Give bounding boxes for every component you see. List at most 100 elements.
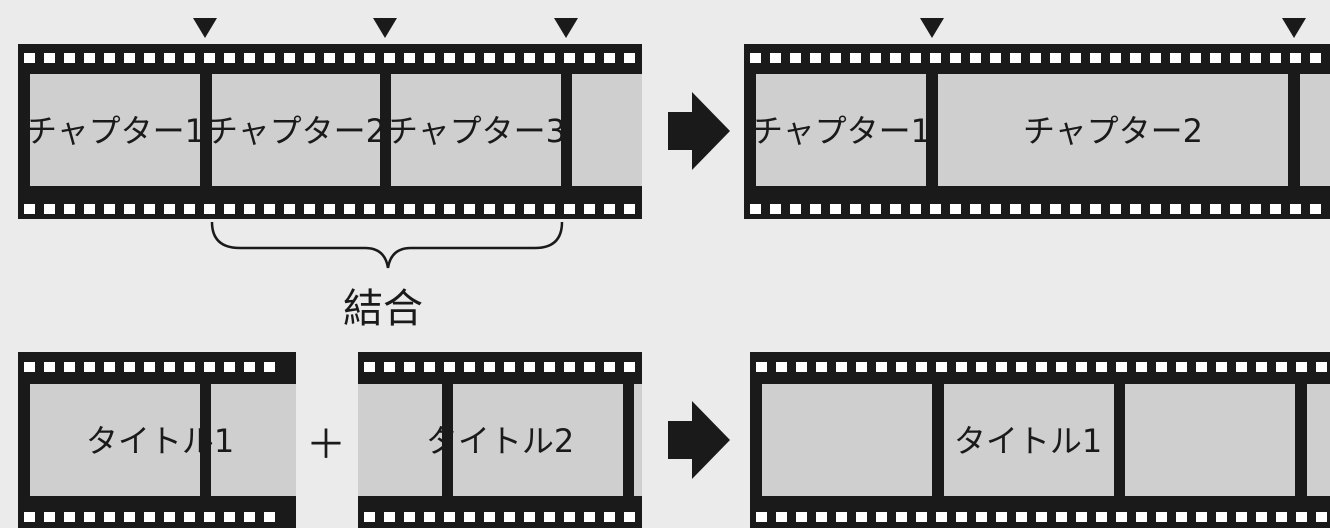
sprocket-hole [184, 512, 195, 522]
sprocket-hole [604, 512, 615, 522]
sprocket-hole [1296, 512, 1307, 522]
sprocket-hole [304, 204, 315, 214]
sprocket-hole [624, 512, 635, 522]
sprocket-hole [1250, 204, 1261, 214]
sprocket-hole [564, 204, 575, 214]
sprocket-hole [404, 512, 415, 522]
sprocket-hole [364, 512, 375, 522]
sprocket-hole [504, 362, 515, 372]
sprocket-hole [464, 362, 475, 372]
sprocket-hole [856, 362, 867, 372]
sprocket-hole [910, 204, 921, 214]
sprocket-hole [1150, 53, 1161, 63]
chapter-label-2: チャプター2 [1023, 112, 1203, 150]
sprocket-hole [384, 512, 395, 522]
chapter-marker-icon [373, 18, 397, 38]
chapter-marker-icon [554, 18, 578, 38]
sprocket-hole [1250, 53, 1261, 63]
sprocket-hole [544, 204, 555, 214]
sprocket-hole [484, 362, 495, 372]
sprocket-hole [1190, 53, 1201, 63]
sprocket-hole [604, 362, 615, 372]
plus-sign: ＋ [306, 422, 346, 468]
sprocket-hole [876, 362, 887, 372]
sprocket-hole [564, 53, 575, 63]
sprocket-hole [1230, 53, 1241, 63]
sprocket-hole [584, 362, 595, 372]
sprocket-hole [1010, 53, 1021, 63]
sprocket-hole [776, 362, 787, 372]
sprocket-hole [1290, 53, 1301, 63]
sprocket-hole [44, 53, 55, 63]
sprocket-hole [164, 53, 175, 63]
sprocket-hole [624, 362, 635, 372]
sprocket-hole [204, 204, 215, 214]
sprocket-hole [876, 512, 887, 522]
sprocket-hole [836, 362, 847, 372]
sprocket-hole [224, 362, 235, 372]
sprocket-hole [284, 204, 295, 214]
sprocket-hole [870, 204, 881, 214]
sprocket-hole [104, 53, 115, 63]
sprocket-hole [956, 512, 967, 522]
sprocket-hole [64, 512, 75, 522]
sprocket-hole [870, 53, 881, 63]
sprocket-hole [44, 362, 55, 372]
sprocket-hole [144, 53, 155, 63]
arrow-right-icon [668, 401, 730, 479]
sprocket-hole [184, 362, 195, 372]
sprocket-hole [264, 362, 275, 372]
sprocket-hole [464, 53, 475, 63]
sprocket-hole [1010, 204, 1021, 214]
sprocket-hole [756, 512, 767, 522]
sprocket-hole [424, 512, 435, 522]
sprocket-hole [364, 204, 375, 214]
sprocket-hole [304, 53, 315, 63]
sprocket-hole [996, 512, 1007, 522]
sprocket-hole [930, 204, 941, 214]
sprocket-hole [84, 204, 95, 214]
sprocket-hole [1156, 362, 1167, 372]
sprocket-hole [770, 53, 781, 63]
sprocket-hole [1256, 512, 1267, 522]
sprocket-hole [404, 362, 415, 372]
sprocket-hole [224, 204, 235, 214]
title-label-1: タイトル1 [86, 422, 234, 460]
sprocket-hole [584, 512, 595, 522]
sprocket-hole [790, 204, 801, 214]
sprocket-hole [284, 53, 295, 63]
chapter-label-3: チャプター3 [386, 112, 566, 150]
sprocket-hole [584, 204, 595, 214]
sprocket-hole [1076, 512, 1087, 522]
sprocket-hole [244, 204, 255, 214]
sprocket-hole [1070, 204, 1081, 214]
sprocket-hole [976, 512, 987, 522]
brace-icon [210, 221, 564, 269]
sprocket-hole [1116, 362, 1127, 372]
sprocket-hole [1156, 512, 1167, 522]
sprocket-hole [264, 53, 275, 63]
sprocket-hole [584, 53, 595, 63]
sprocket-hole [1196, 512, 1207, 522]
sprocket-hole [1036, 512, 1047, 522]
sprocket-hole [504, 512, 515, 522]
sprocket-hole [1270, 204, 1281, 214]
sprocket-hole [910, 53, 921, 63]
sprocket-hole [404, 204, 415, 214]
sprocket-hole [790, 53, 801, 63]
film-strip-chapters-after: チャプター1 チャプター2 [744, 44, 1330, 219]
sprocket-hole [124, 53, 135, 63]
sprocket-hole [104, 362, 115, 372]
sprocket-hole [970, 204, 981, 214]
chapter-label-1: チャプター1 [751, 112, 931, 150]
film-strip-title-1: タイトル1 [18, 352, 296, 528]
sprocket-hole [1290, 204, 1301, 214]
sprocket-hole [164, 512, 175, 522]
sprocket-hole [890, 204, 901, 214]
sprocket-hole [424, 53, 435, 63]
sprocket-hole [324, 53, 335, 63]
sprocket-hole [896, 512, 907, 522]
sprocket-hole [1136, 512, 1147, 522]
sprocket-hole [124, 512, 135, 522]
sprocket-hole [1050, 53, 1061, 63]
